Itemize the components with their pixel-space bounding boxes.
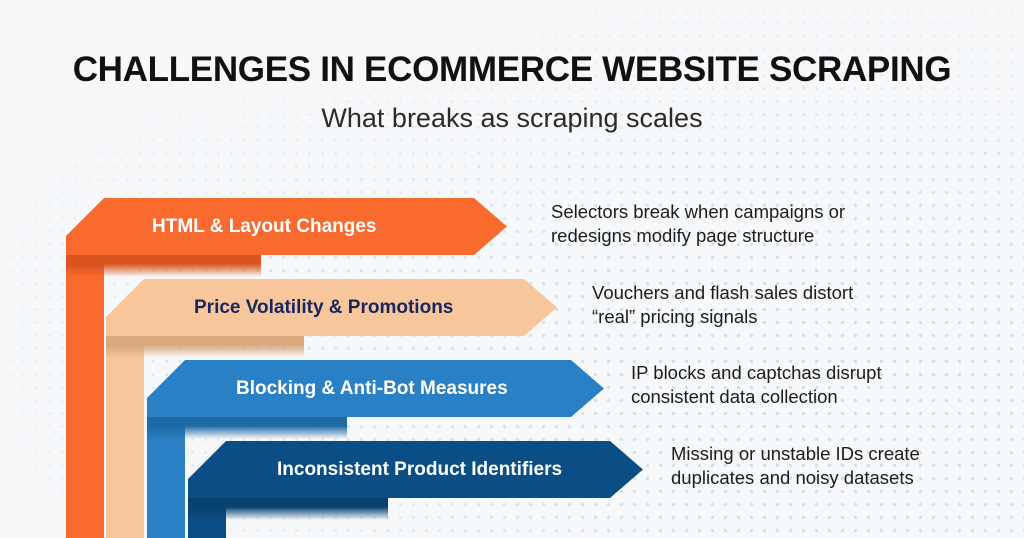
challenge-row: Price Volatility & Promotions [106,279,557,538]
challenge-description: IP blocks and captchas disrupt consisten… [631,362,882,408]
challenge-row: HTML & Layout Changes [66,198,507,538]
ribbon-leg-shadow [188,498,226,520]
challenge-description: Selectors break when campaigns or redesi… [551,201,846,247]
page-subtitle: What breaks as scraping scales [321,103,703,133]
challenge-banner[interactable]: Inconsistent Product Identifiers [188,441,643,498]
ribbon-leg-shadow [147,417,185,439]
challenge-banner[interactable]: Price Volatility & Promotions [106,279,557,336]
page-title: CHALLENGES IN ECOMMERCE WEBSITE SCRAPING [72,50,952,89]
challenge-row: Blocking & Anti-Bot Measures [147,360,604,538]
ribbon-fold-shadow [144,336,304,358]
challenge-banner-label: HTML & Layout Changes [152,216,377,237]
ribbon-leg [188,498,226,538]
challenge-banner-label: Blocking & Anti-Bot Measures [236,378,508,399]
ribbon-fold-shadow [226,498,388,520]
challenge-row: Inconsistent Product Identifiers [188,441,643,538]
ribbon-fold-shadow [104,255,261,277]
challenge-banner-label: Inconsistent Product Identifiers [277,459,563,480]
ribbon-fold-shadow [185,417,347,439]
ribbon-leg [66,255,104,538]
challenge-banner[interactable]: HTML & Layout Changes [66,198,507,255]
challenge-description: Missing or unstable IDs create duplicate… [671,443,920,489]
ribbon-leg [106,336,144,538]
challenge-description: Vouchers and flash sales distort “real” … [592,282,854,328]
ribbon-leg-shadow [66,255,104,277]
challenge-banner-label: Price Volatility & Promotions [194,297,454,318]
challenge-banner[interactable]: Blocking & Anti-Bot Measures [147,360,604,417]
ribbon-leg [147,417,185,538]
ribbon-leg-shadow [106,336,144,358]
